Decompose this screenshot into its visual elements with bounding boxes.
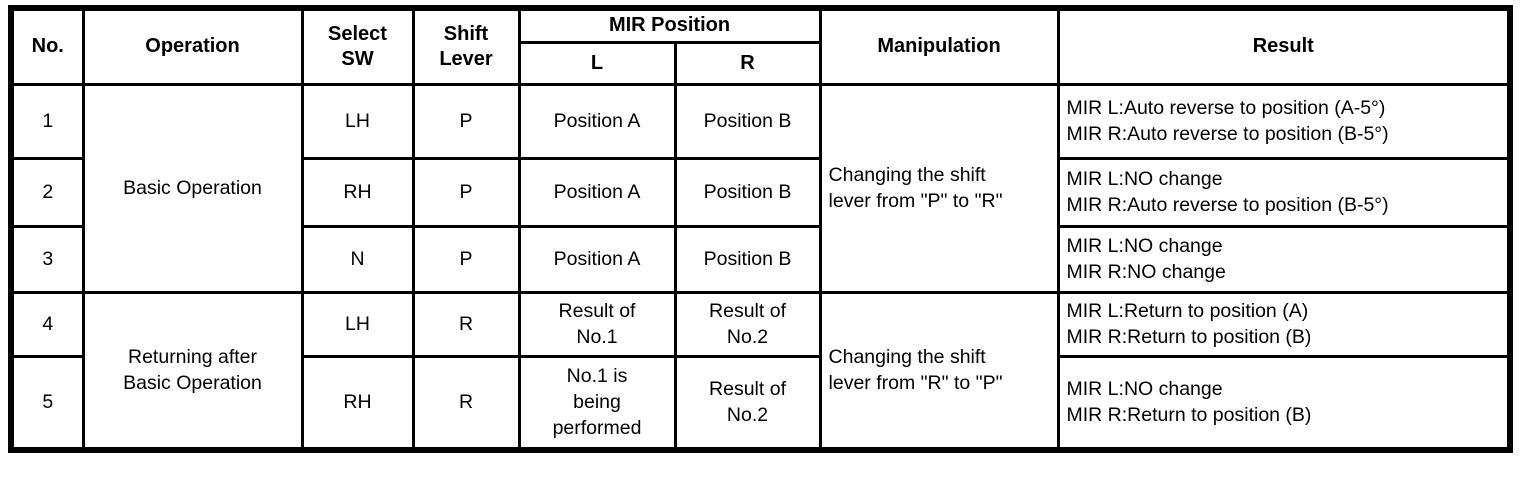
cell-shift-lever: P bbox=[411, 82, 521, 160]
table-row-4: 4 Returning after Basic Operation LH R R… bbox=[9, 290, 1512, 452]
cell-shift-lever: R bbox=[411, 354, 521, 452]
cell-no: 4 bbox=[9, 290, 85, 358]
cell-result: MIR L:NO change MIR R:NO change bbox=[1056, 224, 1512, 294]
header-result: Result bbox=[1056, 6, 1512, 86]
cell-mir-r: Position B bbox=[673, 82, 822, 160]
cell-mir-l: No.1 is being performed bbox=[517, 354, 677, 452]
cell-manipulation-p-to-r: Changing the shift lever from "P" to "R" bbox=[818, 82, 1060, 294]
cell-no: 2 bbox=[9, 156, 85, 228]
cell-no: 3 bbox=[9, 224, 85, 294]
header-operation: Operation bbox=[81, 6, 304, 86]
header-select-sw: Select SW bbox=[300, 6, 415, 86]
cell-select-sw: RH bbox=[300, 354, 415, 452]
table-row-5: 5 RH R No.1 is being performed Result of… bbox=[9, 354, 1512, 452]
cell-mir-r: Result of No.2 bbox=[673, 354, 822, 452]
cell-mir-l: Result of No.1 bbox=[517, 290, 677, 358]
cell-result: MIR L:Auto reverse to position (A-5°) MI… bbox=[1056, 82, 1512, 160]
cell-select-sw: LH bbox=[300, 82, 415, 160]
cell-select-sw: N bbox=[300, 224, 415, 294]
header-mir-l: L bbox=[517, 40, 677, 86]
cell-mir-l: Position A bbox=[517, 224, 677, 294]
header-shift-lever: Shift Lever bbox=[411, 6, 521, 86]
cell-select-sw: LH bbox=[300, 290, 415, 358]
cell-operation-returning: Returning after Basic Operation bbox=[81, 290, 304, 452]
cell-mir-r: Position B bbox=[673, 224, 822, 294]
mirror-operation-table: No. Operation Select SW Shift Lever MIR … bbox=[8, 5, 1514, 453]
cell-mir-r: Position B bbox=[673, 156, 822, 228]
mirror-operation-table-container: No. Operation Select SW Shift Lever MIR … bbox=[8, 5, 1514, 453]
cell-shift-lever: R bbox=[411, 290, 521, 358]
header-manipulation: Manipulation bbox=[818, 6, 1060, 86]
header-no: No. bbox=[9, 6, 85, 86]
header-mir-r: R bbox=[673, 40, 822, 86]
cell-result: MIR L:NO change MIR R:Return to position… bbox=[1056, 354, 1512, 452]
table-row-3: 3 N P Position A Position B MIR L:NO cha… bbox=[9, 224, 1512, 294]
cell-no: 5 bbox=[9, 354, 85, 452]
cell-result: MIR L:NO change MIR R:Auto reverse to po… bbox=[1056, 156, 1512, 228]
cell-no: 1 bbox=[9, 82, 85, 160]
cell-select-sw: RH bbox=[300, 156, 415, 228]
table-row-2: 2 RH P Position A Position B MIR L:NO ch… bbox=[9, 156, 1512, 228]
cell-operation-basic: Basic Operation bbox=[81, 82, 304, 294]
cell-shift-lever: P bbox=[411, 156, 521, 228]
cell-mir-l: Position A bbox=[517, 156, 677, 228]
cell-mir-r: Result of No.2 bbox=[673, 290, 822, 358]
cell-manipulation-r-to-p: Changing the shift lever from "R" to "P" bbox=[818, 290, 1060, 452]
cell-shift-lever: P bbox=[411, 224, 521, 294]
cell-result: MIR L:Return to position (A) MIR R:Retur… bbox=[1056, 290, 1512, 358]
cell-mir-l: Position A bbox=[517, 82, 677, 160]
header-mir-position: MIR Position bbox=[517, 6, 822, 44]
table-row-1: 1 Basic Operation LH P Position A Positi… bbox=[9, 82, 1512, 294]
